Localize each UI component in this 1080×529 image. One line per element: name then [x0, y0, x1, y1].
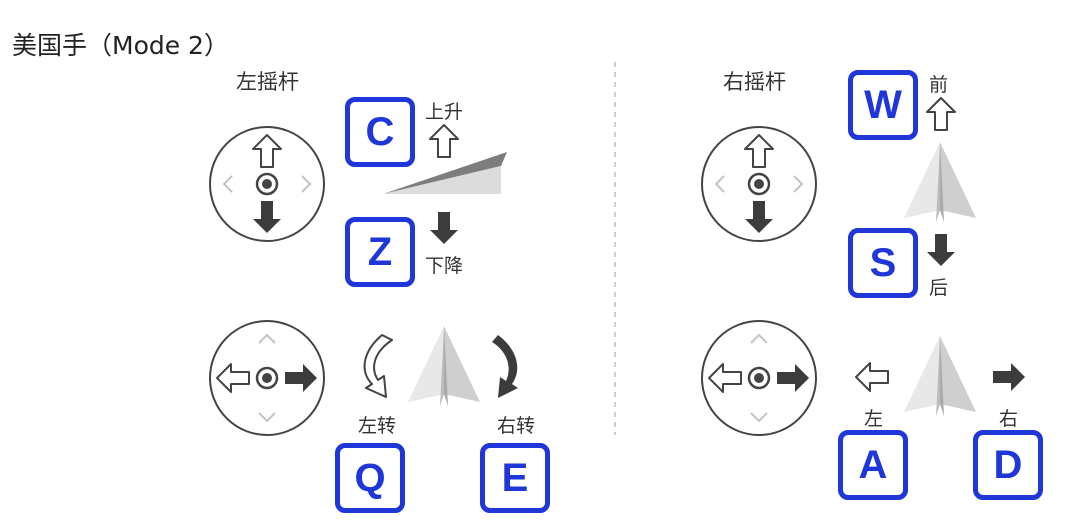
page-title: 美国手（Mode 2） [12, 31, 229, 60]
key-q[interactable]: Q [335, 443, 405, 513]
descend-arrow-icon [430, 212, 458, 244]
key-e[interactable]: E [480, 443, 550, 513]
left-stick-label: 左摇杆 [236, 70, 299, 94]
forward-arrow-icon [926, 97, 956, 131]
roll-left-arrow-icon [855, 362, 889, 392]
ramp-icon [383, 152, 507, 194]
turn-left-label: 左转 [358, 415, 397, 437]
forward-label: 前 [929, 74, 949, 96]
key-z[interactable]: Z [345, 217, 415, 287]
key-s[interactable]: S [848, 228, 918, 298]
ascend-label: 上升 [425, 101, 464, 123]
key-a[interactable]: A [838, 430, 908, 500]
joystick-icon [701, 320, 817, 436]
paper-plane-icon [408, 326, 480, 406]
roll-right-label: 右 [999, 408, 1019, 430]
ascend-arrow-icon [429, 124, 459, 158]
back-arrow-icon [927, 234, 955, 266]
rotate-left-arrow-icon [363, 334, 393, 398]
roll-left-label: 左 [864, 408, 884, 430]
joystick-icon [209, 126, 325, 242]
joystick-icon [209, 320, 325, 436]
paper-plane-icon [904, 336, 976, 416]
key-d[interactable]: D [973, 430, 1043, 500]
paper-plane-icon [904, 142, 976, 222]
right-stick-label: 右摇杆 [723, 70, 786, 94]
roll-right-arrow-icon [993, 363, 1025, 391]
joystick-icon [701, 126, 817, 242]
key-c[interactable]: C [345, 97, 415, 167]
rotate-right-arrow-icon [492, 335, 518, 398]
turn-right-label: 右转 [497, 415, 536, 437]
key-w[interactable]: W [848, 70, 918, 140]
back-label: 后 [929, 277, 949, 299]
descend-label: 下降 [425, 255, 464, 277]
